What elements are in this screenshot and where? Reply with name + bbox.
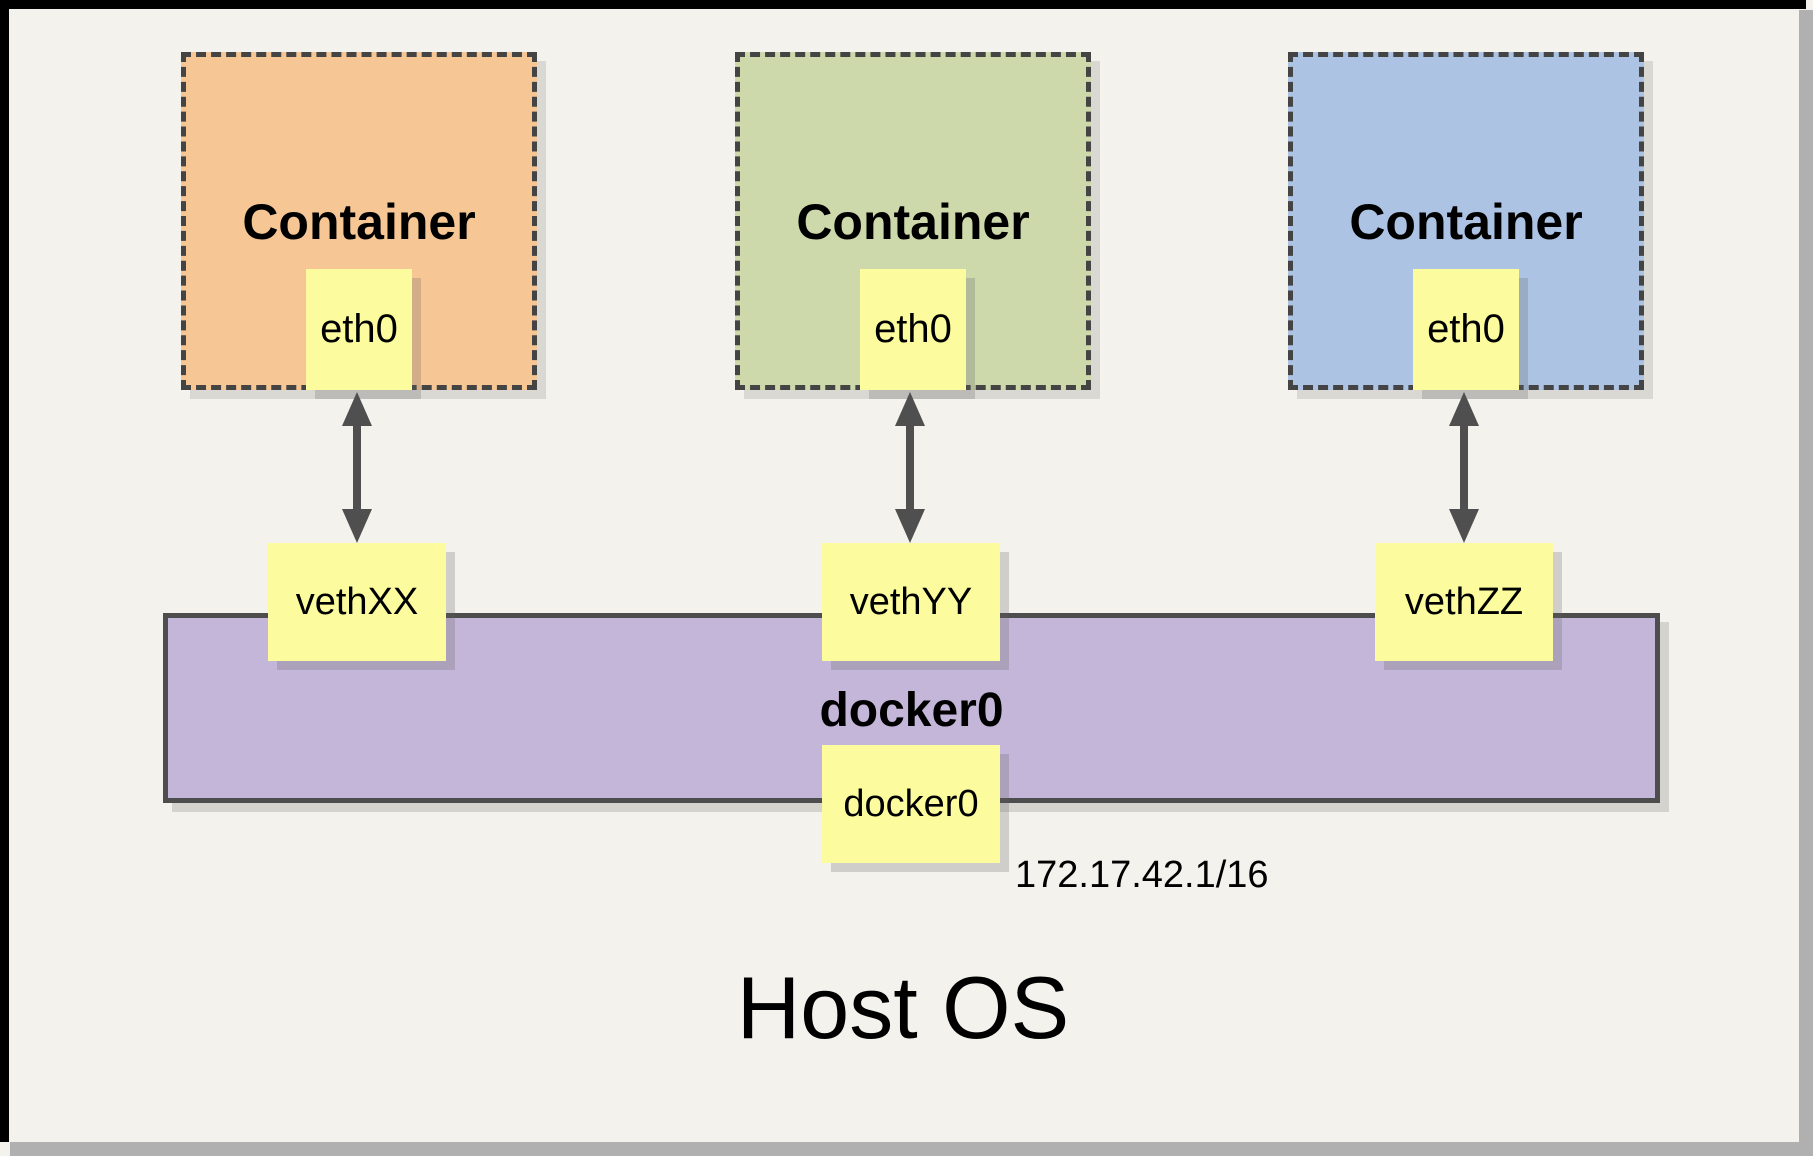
- container-box-2: Container eth0: [735, 52, 1091, 390]
- vethxx-box: vethXX: [268, 543, 446, 661]
- vethzz-box: vethZZ: [1375, 543, 1553, 661]
- container-box-3: Container eth0: [1288, 52, 1644, 390]
- frame-shadow-right: [1799, 10, 1813, 1156]
- vethyy-box: vethYY: [822, 543, 1000, 661]
- container-1-eth0-label: eth0: [320, 307, 398, 351]
- container-box-1: Container eth0: [181, 52, 537, 390]
- double-arrow-icon-1: [342, 392, 372, 543]
- container-3-title: Container: [1349, 194, 1583, 250]
- vethxx-label: vethXX: [295, 580, 419, 623]
- frame-border-left: [0, 0, 9, 1142]
- docker0-interface-label: docker0: [843, 782, 979, 825]
- container-3-eth0-label: eth0: [1427, 307, 1505, 351]
- double-arrow-icon-3: [1449, 392, 1479, 543]
- docker0-bridge-label: docker0: [819, 684, 1004, 737]
- docker0-ip-address: 172.17.42.1/16: [1015, 854, 1269, 896]
- container-2-title: Container: [796, 194, 1030, 250]
- container-1-eth0-box: eth0: [306, 269, 412, 390]
- container-2-eth0-label: eth0: [874, 307, 952, 351]
- frame-shadow-bottom: [10, 1142, 1813, 1156]
- docker0-interface-box: docker0: [822, 745, 1000, 863]
- host-os-label: Host OS: [736, 958, 1070, 1057]
- container-3-eth0-box: eth0: [1413, 269, 1519, 390]
- container-2-eth0-box: eth0: [860, 269, 966, 390]
- container-1-title: Container: [242, 194, 476, 250]
- frame-border-top: [0, 0, 1806, 9]
- vethzz-label: vethZZ: [1404, 580, 1524, 623]
- double-arrow-icon-2: [895, 392, 925, 543]
- vethyy-label: vethYY: [849, 580, 973, 623]
